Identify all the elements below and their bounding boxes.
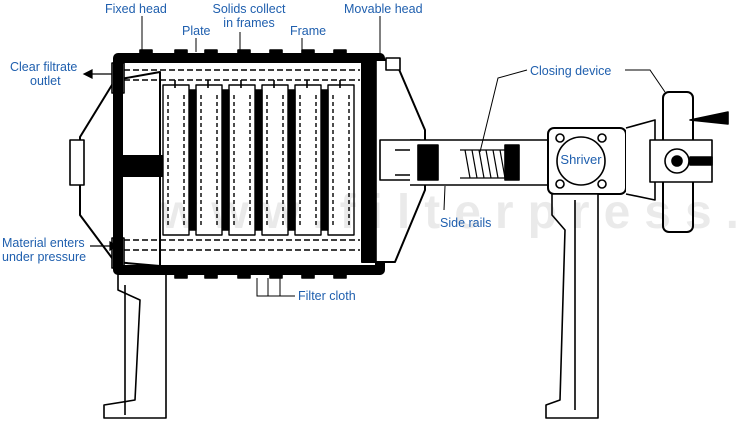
label-material-enters: Material enters under pressure <box>2 236 86 264</box>
label-fixed-head: Fixed head <box>105 2 167 16</box>
watermark: www.filterpress.com <box>160 186 737 239</box>
press-body-outline <box>113 53 385 275</box>
label-clear-line1: Clear filtrate <box>10 60 78 74</box>
leader-closing-device-right <box>625 69 666 93</box>
label-material-line2: under pressure <box>2 250 87 264</box>
label-frame: Frame <box>290 24 327 38</box>
label-shriver: Shriver <box>560 152 602 167</box>
label-clear-filtrate-outlet: Clear filtrate outlet <box>10 60 77 88</box>
leader-filter-cloth <box>256 278 295 297</box>
label-solids-line2: in frames <box>223 16 275 30</box>
top-channel <box>124 69 360 81</box>
label-solids-line1: Solids collect <box>212 2 286 16</box>
leader-side-rails <box>443 185 446 211</box>
leader-closing-device <box>479 69 528 153</box>
label-material-line1: Material enters <box>2 236 85 250</box>
left-leg <box>103 267 167 419</box>
label-plate: Plate <box>182 24 211 38</box>
bottom-channel <box>124 239 360 251</box>
plates-and-frames <box>162 84 355 236</box>
closing-device <box>649 91 729 233</box>
label-closing-device: Closing device <box>530 64 612 78</box>
label-clear-line2: outlet <box>30 74 61 88</box>
screw-thread <box>460 149 506 179</box>
label-side-rails: Side rails <box>440 216 492 230</box>
label-solids-collect: Solids collect in frames <box>207 2 291 30</box>
label-movable-head: Movable head <box>344 2 423 16</box>
right-leg <box>545 193 599 419</box>
label-filter-cloth: Filter cloth <box>298 289 356 303</box>
